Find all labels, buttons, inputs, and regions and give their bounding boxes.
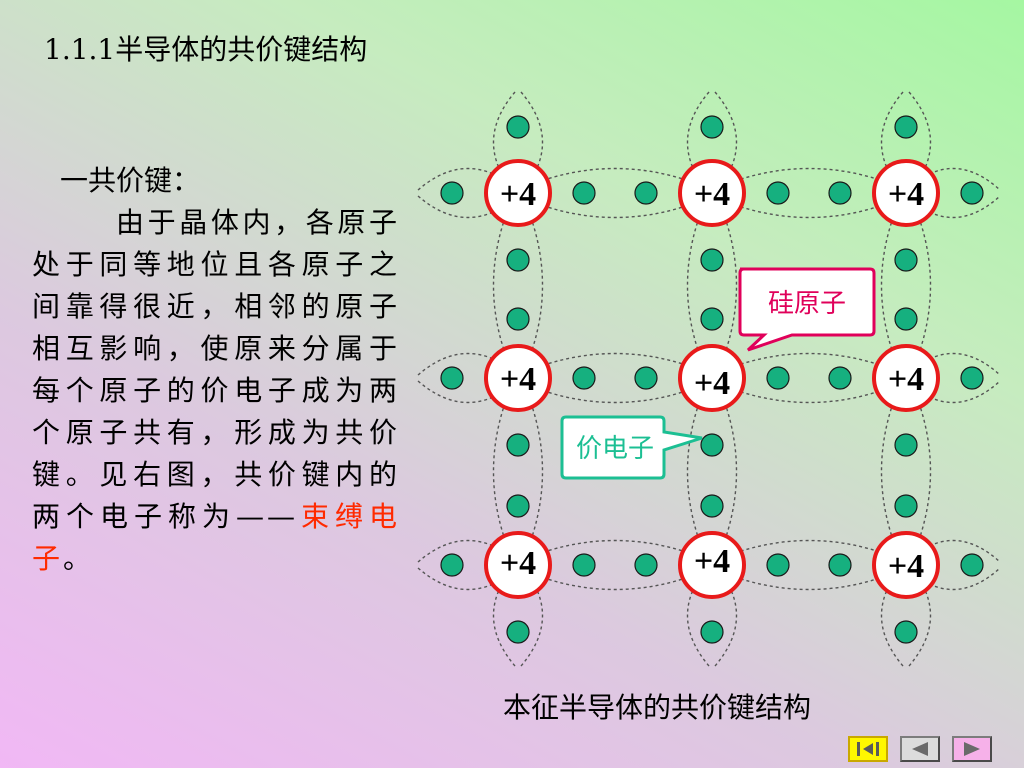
silicon-atom: [872, 531, 940, 599]
electron: [894, 248, 918, 272]
electron: [700, 620, 724, 644]
electron-callout: 价电子: [560, 415, 703, 480]
next-slide-button[interactable]: [952, 736, 992, 762]
electrons: [440, 115, 984, 644]
highlight-term: 束缚电子: [32, 500, 400, 575]
electron: [828, 553, 852, 577]
silicon-atom: [484, 159, 552, 227]
atom-callout-label: 硅原子: [768, 289, 846, 319]
electron: [634, 181, 658, 205]
first-slide-button[interactable]: [848, 736, 888, 762]
electron: [766, 366, 790, 390]
electron: [960, 553, 984, 577]
atom-charge-label: +4: [888, 361, 924, 398]
skip-first-icon: [857, 742, 879, 756]
atom-charge-label: +4: [694, 543, 730, 580]
atom-charge-label: +4: [500, 176, 536, 213]
atoms: +4 +4 +4 +4 +4 +4 +4 +4 +4: [484, 159, 940, 599]
electron-callout-bubble: [560, 415, 703, 480]
silicon-atom: [678, 531, 746, 599]
atom-charge-label: +4: [694, 176, 730, 213]
electron: [506, 307, 530, 331]
electron: [700, 494, 724, 518]
electron: [572, 553, 596, 577]
electron: [634, 553, 658, 577]
electron: [700, 248, 724, 272]
electron: [440, 366, 464, 390]
atom-charge-label: +4: [888, 548, 924, 585]
diagram-caption: 本征半导体的共价键结构: [503, 691, 812, 724]
electron: [700, 433, 724, 457]
electron: [960, 366, 984, 390]
silicon-atom: [678, 344, 746, 412]
previous-slide-button[interactable]: [900, 736, 940, 762]
electron: [506, 494, 530, 518]
electron: [894, 307, 918, 331]
electron: [440, 181, 464, 205]
electron: [700, 115, 724, 139]
atom-charge-label: +4: [888, 176, 924, 213]
triangle-left-icon: [912, 742, 928, 756]
electron: [894, 115, 918, 139]
electron: [894, 433, 918, 457]
body-text: 由于晶体内，各原子处于同等地位且各原子之间靠得很近，相邻的原子相互影响，使原来分…: [32, 206, 400, 533]
atom-charge-label: +4: [694, 365, 730, 402]
atom-charge-label: +4: [500, 545, 536, 582]
electron: [506, 248, 530, 272]
electron: [572, 366, 596, 390]
electron: [634, 366, 658, 390]
intro-text-block: 一共价键： 由于晶体内，各原子处于同等地位且各原子之间靠得很近，相邻的原子相互影…: [32, 160, 400, 580]
electron-callout-label: 价电子: [576, 434, 654, 464]
atom-callout: 硅原子: [738, 267, 876, 352]
electron: [766, 553, 790, 577]
silicon-atom: [484, 531, 552, 599]
slide-title: 1.1.1半导体的共价键结构: [44, 33, 368, 66]
electron: [766, 181, 790, 205]
triangle-right-icon: [964, 742, 980, 756]
electron: [440, 553, 464, 577]
electron: [506, 433, 530, 457]
electron: [700, 307, 724, 331]
silicon-atom: [678, 159, 746, 227]
section-heading: 一共价键：: [60, 164, 201, 197]
electron: [828, 366, 852, 390]
body-suffix: 。: [63, 542, 95, 575]
electron: [894, 620, 918, 644]
electron: [506, 620, 530, 644]
slide-navigation: [848, 736, 992, 762]
electron: [960, 181, 984, 205]
silicon-atom: [484, 344, 552, 412]
electron: [894, 494, 918, 518]
silicon-atom: [872, 159, 940, 227]
atom-callout-bubble: [738, 267, 876, 352]
electron: [828, 181, 852, 205]
silicon-atom: [872, 344, 940, 412]
electron: [506, 115, 530, 139]
atom-charge-label: +4: [500, 361, 536, 398]
body-paragraph: 由于晶体内，各原子处于同等地位且各原子之间靠得很近，相邻的原子相互影响，使原来分…: [32, 202, 400, 580]
electron: [572, 181, 596, 205]
